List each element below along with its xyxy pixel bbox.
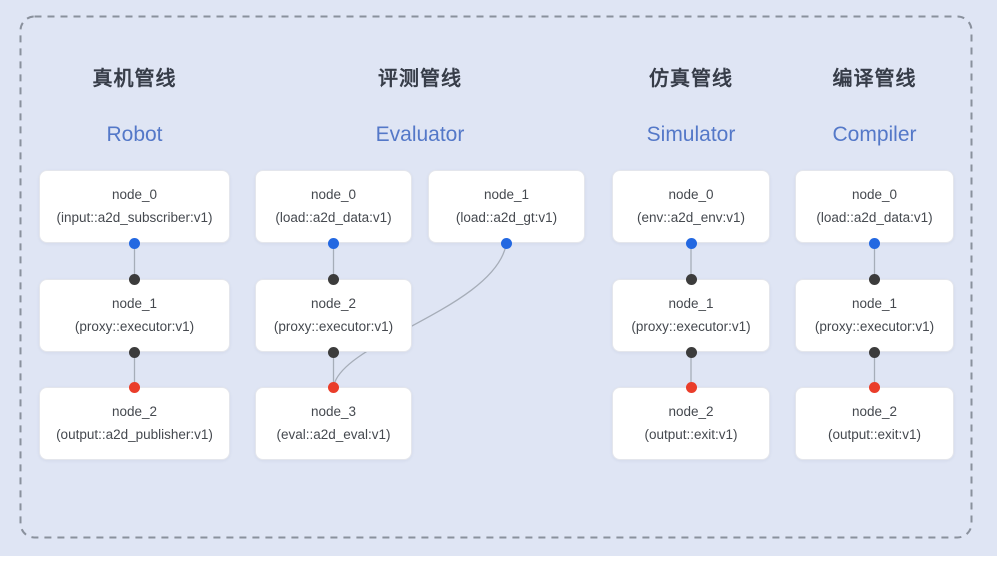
node-name: node_0 <box>668 187 714 203</box>
node-type: (proxy::executor:v1) <box>631 318 751 334</box>
output-port-blue-icon <box>869 237 880 249</box>
node-name: node_2 <box>310 296 357 312</box>
node-type: (output::a2d_publisher:v1) <box>56 426 213 442</box>
node-name: node_1 <box>483 187 530 203</box>
page-bottom-edge <box>0 556 997 563</box>
node-card: node_2 (output::exit:v1) <box>612 387 770 460</box>
node-type: (output::exit:v1) <box>827 426 922 442</box>
node-card: node_1 (proxy::executor:v1) <box>795 279 954 352</box>
node-type: (proxy::executor:v1) <box>273 318 394 334</box>
node-name: node_2 <box>111 404 158 420</box>
output-port-black-icon <box>685 346 697 358</box>
input-port-black-icon <box>328 273 339 285</box>
node-card: node_2 (proxy::executor:v1) <box>255 279 412 352</box>
node-name: node_1 <box>668 296 714 312</box>
node-card: node_0 (env::a2d_env:v1) <box>612 170 770 243</box>
node-type: (input::a2d_subscriber:v1) <box>56 209 213 225</box>
pipeline-evaluator-title-zh: 评测管线 <box>378 68 462 90</box>
node-name: node_0 <box>851 187 898 203</box>
node-card: node_1 (proxy::executor:v1) <box>612 279 770 352</box>
node-type: (load::a2d_data:v1) <box>275 209 392 225</box>
node-type: (proxy::executor:v1) <box>814 318 935 334</box>
input-port-red-icon <box>129 381 140 393</box>
node-name: node_1 <box>111 296 158 312</box>
node-type: (load::a2d_data:v1) <box>816 209 933 225</box>
input-port-red-icon <box>869 381 880 393</box>
node-card: node_0 (input::a2d_subscriber:v1) <box>39 170 230 243</box>
node-name: node_0 <box>310 187 357 203</box>
node-type: (output::exit:v1) <box>644 426 738 442</box>
node-card: node_0 (load::a2d_data:v1) <box>795 170 954 243</box>
pipeline-compiler-title-en: Compiler <box>832 123 917 146</box>
node-type: (env::a2d_env:v1) <box>636 209 746 225</box>
pipeline-robot-title-en: Robot <box>106 123 163 146</box>
dashed-frame <box>19 15 973 539</box>
output-port-blue-icon <box>129 237 140 249</box>
pipeline-evaluator-title-en: Evaluator <box>375 123 465 146</box>
output-port-blue-icon <box>328 237 339 249</box>
pipeline-robot-title-zh: 真机管线 <box>92 68 177 90</box>
input-port-black-icon <box>685 273 697 285</box>
output-port-blue-icon <box>501 237 512 249</box>
node-card: node_2 (output::exit:v1) <box>795 387 954 460</box>
pipeline-simulator-title-en: Simulator <box>646 123 736 146</box>
node-card: node_3 (eval::a2d_eval:v1) <box>255 387 412 460</box>
input-port-black-icon <box>869 273 880 285</box>
node-card: node_0 (load::a2d_data:v1) <box>255 170 412 243</box>
node-name: node_1 <box>851 296 898 312</box>
node-type: (eval::a2d_eval:v1) <box>276 426 391 442</box>
node-name: node_3 <box>310 404 357 420</box>
pipeline-simulator-title-zh: 仿真管线 <box>649 68 733 90</box>
output-port-black-icon <box>328 346 339 358</box>
node-name: node_2 <box>668 404 714 420</box>
input-port-red-icon <box>685 381 697 393</box>
node-card: node_1 (load::a2d_gt:v1) <box>428 170 585 243</box>
node-type: (proxy::executor:v1) <box>74 318 195 334</box>
edge-evaluator-n1-n3-curve <box>332 242 508 388</box>
node-type: (load::a2d_gt:v1) <box>455 209 558 225</box>
node-card: node_1 (proxy::executor:v1) <box>39 279 230 352</box>
node-name: node_2 <box>851 404 898 420</box>
pipeline-compiler-title-zh: 编译管线 <box>832 68 917 90</box>
output-port-black-icon <box>869 346 880 358</box>
output-port-blue-icon <box>685 237 697 249</box>
input-port-red-icon <box>328 381 339 393</box>
output-port-black-icon <box>129 346 140 358</box>
node-name: node_0 <box>111 187 158 203</box>
input-port-black-icon <box>129 273 140 285</box>
node-card: node_2 (output::a2d_publisher:v1) <box>39 387 230 460</box>
